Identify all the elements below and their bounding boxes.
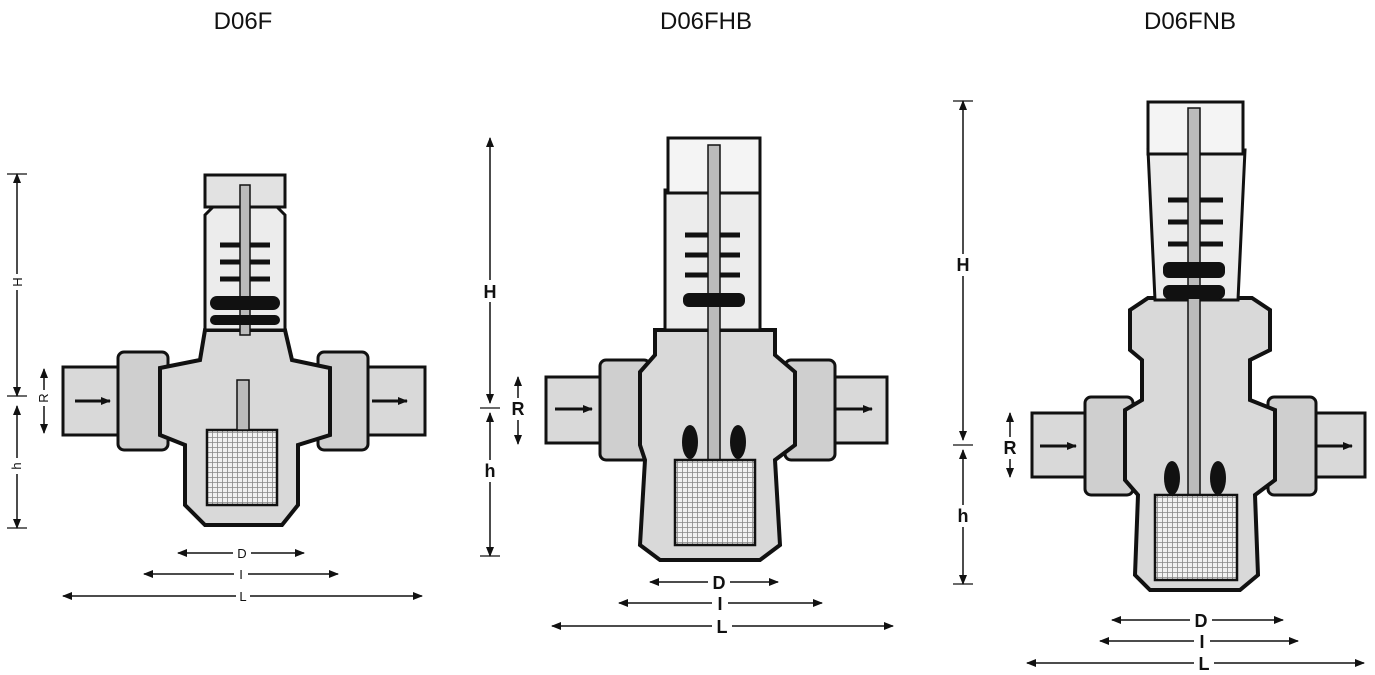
diaphragm (1163, 262, 1225, 278)
filter-cartridge (205, 428, 279, 507)
label-L: L (717, 617, 728, 637)
label-D: D (1195, 611, 1208, 631)
label-H: H (484, 282, 497, 302)
label-H: H (957, 255, 970, 275)
stem (1187, 107, 1201, 519)
filter-cartridge (673, 458, 757, 547)
title-d06fnb: D06FNB (1143, 8, 1237, 35)
label-H: H (10, 277, 25, 286)
label-I: I (1199, 632, 1204, 652)
label-L: L (1199, 654, 1210, 674)
valve-d06fhb: H h R D I L (480, 136, 894, 638)
label-R: R (36, 393, 51, 402)
inlet-pipe (61, 350, 170, 452)
valve-d06f: H h R D I L (7, 173, 427, 604)
inlet-pipe (544, 358, 652, 462)
label-D: D (713, 573, 726, 593)
title-d06f: D06F (213, 8, 273, 35)
diaphragm (683, 293, 745, 307)
label-R: R (512, 399, 525, 419)
diaphragm (210, 296, 280, 310)
label-h: h (485, 461, 496, 481)
filter-cartridge (1153, 493, 1239, 582)
label-R: R (1004, 438, 1017, 458)
label-h: h (958, 506, 969, 526)
title-d06fhb: D06FHB (659, 8, 753, 35)
stem (707, 144, 721, 486)
label-I: I (239, 567, 243, 582)
outlet-pipe (316, 350, 427, 452)
label-D: D (237, 546, 246, 561)
label-h: h (9, 462, 24, 469)
stem (239, 184, 251, 336)
valve-d06fnb: H h R D I L (953, 100, 1367, 674)
label-L: L (239, 589, 246, 604)
label-I: I (717, 594, 722, 614)
